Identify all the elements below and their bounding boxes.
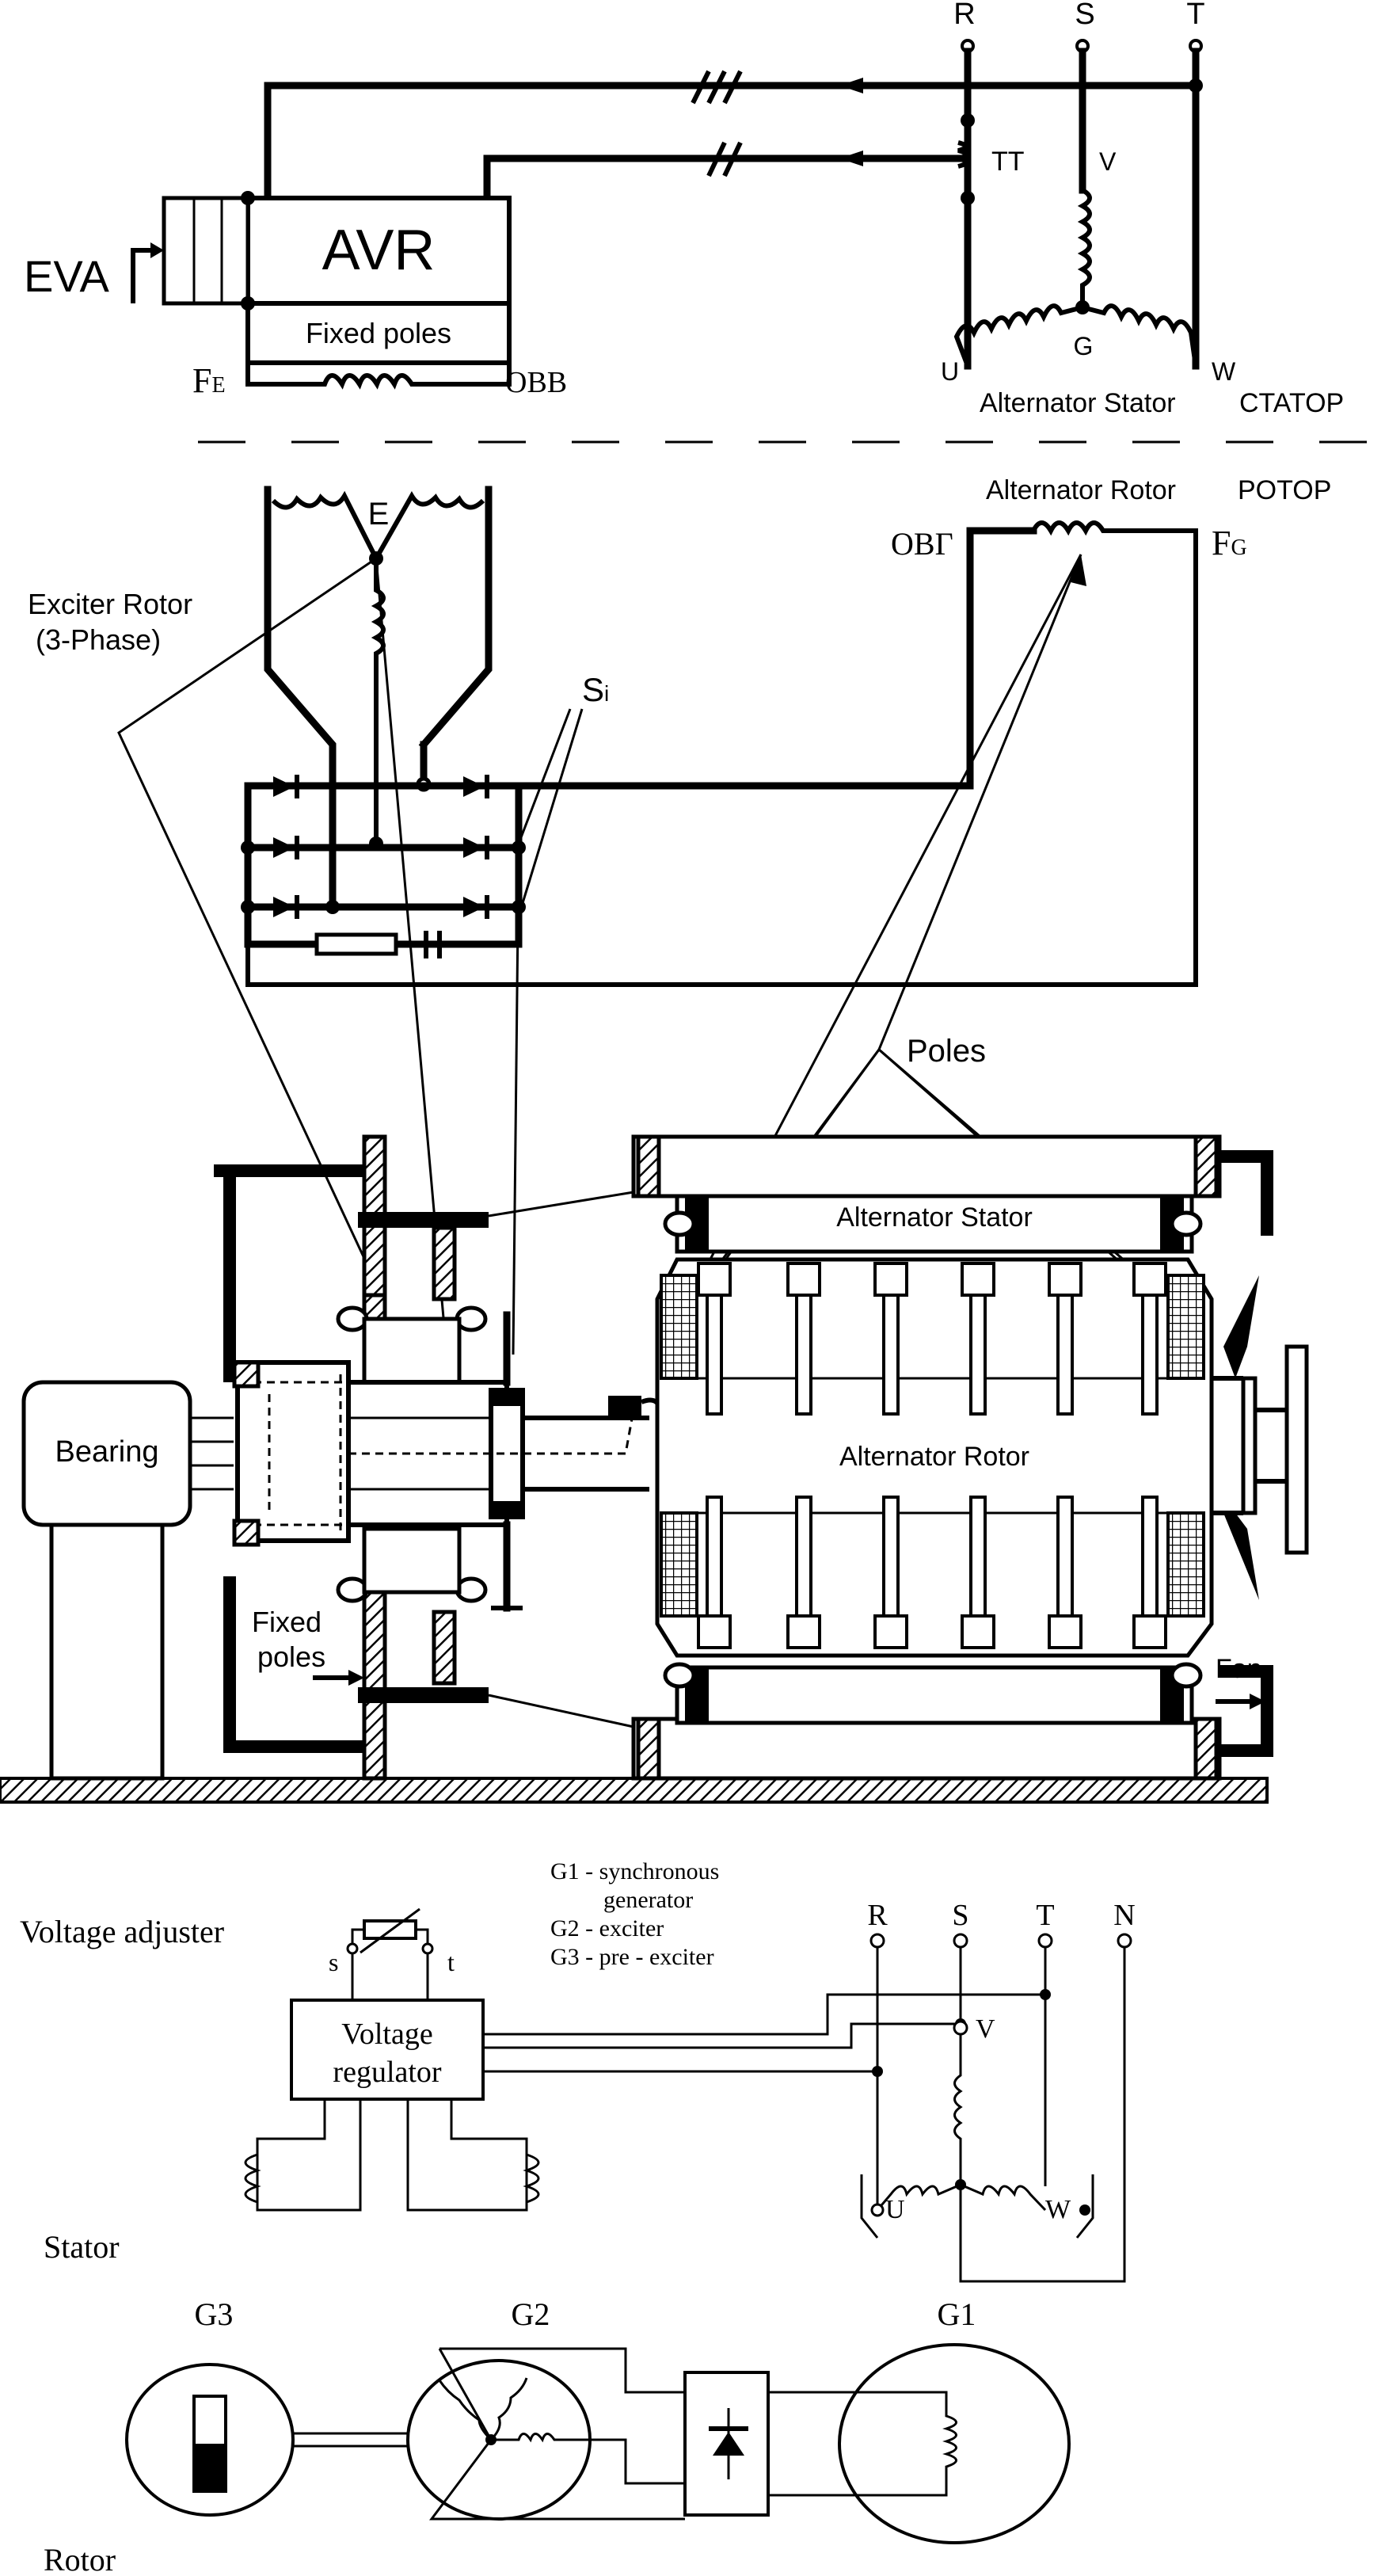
fg-label: FG	[1212, 524, 1247, 562]
obg-label: OBГ	[891, 526, 953, 562]
voltage-adjuster-label: Voltage adjuster	[20, 1914, 224, 1949]
eva-box	[162, 196, 250, 306]
alternator-stator-label-top: Alternator Stator	[980, 388, 1176, 418]
fixed-poles-label-top: Fixed poles	[306, 317, 451, 349]
phase-label-n-bottom: N	[1113, 1899, 1135, 1932]
v-label-bottom: V	[976, 2014, 995, 2044]
phase-terminals-top: R S T	[953, 0, 1205, 53]
rotor-label: Rotor	[44, 2542, 116, 2576]
phase-label-s: S	[1075, 0, 1094, 31]
eva-label: EVA	[24, 251, 110, 301]
top-schematic: R S T TT V G U W Altern	[24, 0, 1344, 418]
legend-g3: G3 - pre - exciter	[550, 1944, 714, 1970]
fixed-poles-box	[245, 301, 512, 365]
alternator-stator-label-machine: Alternator Stator	[836, 1202, 1033, 1233]
fixed-poles-label-2: poles	[257, 1640, 325, 1673]
e-label: E	[368, 497, 390, 532]
v-label: V	[1099, 147, 1117, 176]
voltage-regulator-label-1: Voltage	[341, 2018, 432, 2051]
fixed-poles-label-1: Fixed	[252, 1606, 322, 1638]
u-label: U	[941, 357, 959, 386]
alternator-rotor-label-top: Alternator Rotor	[986, 475, 1176, 505]
phase-label-r: R	[953, 0, 975, 31]
phase-label-t-bottom: T	[1036, 1899, 1054, 1932]
ctatop-label: CTATOP	[1239, 388, 1344, 418]
bearing-label: Bearing	[55, 1435, 159, 1469]
obb-label: OBB	[505, 366, 567, 399]
stator-label: Stator	[44, 2229, 120, 2265]
w-label: W	[1212, 357, 1236, 386]
potop-label: POTOP	[1238, 475, 1331, 505]
tt-label: TT	[991, 147, 1025, 177]
s-terminal-label: s	[329, 1948, 338, 1976]
u-label-bottom: U	[885, 2195, 905, 2224]
bearing-pedestal	[49, 1522, 165, 1781]
voltage-regulator-label-2: regulator	[333, 2056, 442, 2089]
diode-set	[273, 775, 489, 919]
si-label: Si	[582, 671, 609, 708]
legend-g1-cont: generator	[603, 1887, 693, 1913]
g1-label: G1	[938, 2296, 976, 2332]
phase-label-r-bottom: R	[867, 1899, 888, 1932]
rotor-pole-bars	[697, 1262, 1167, 1649]
avr-label: AVR	[322, 219, 436, 282]
fan-label: Fan	[1216, 1654, 1262, 1684]
fe-label: FE	[192, 361, 226, 400]
g2-label: G2	[512, 2296, 550, 2332]
legend-g2: G2 - exciter	[550, 1915, 664, 1942]
poles-label: Poles	[907, 1034, 986, 1069]
diode-bridge	[244, 782, 523, 948]
bottom-schematic: G1 - synchronous generator G2 - exciter …	[20, 1858, 1136, 2576]
phase-label-t: T	[1186, 0, 1204, 31]
ground-base	[0, 1777, 1269, 1804]
exciter-rotor-label-1: Exciter Rotor	[28, 588, 192, 620]
g-label: G	[1074, 332, 1094, 360]
t-terminal-label: t	[447, 1948, 455, 1976]
legend-g1: G1 - synchronous	[550, 1858, 719, 1884]
alternator-rotor-label-machine: Alternator Rotor	[839, 1442, 1029, 1472]
rotor-schematic: Alternator Rotor POTOP OBГ FG E Exciter …	[28, 475, 1331, 987]
phase-label-s-bottom: S	[952, 1899, 968, 1932]
w-label-bottom: W	[1045, 2195, 1071, 2224]
voltage-regulator-box	[290, 1999, 485, 2101]
exciter-rotor-label-2: (3-Phase)	[36, 623, 161, 656]
g3-label: G3	[195, 2296, 234, 2332]
machine-section: Bearing	[0, 1134, 1309, 1804]
